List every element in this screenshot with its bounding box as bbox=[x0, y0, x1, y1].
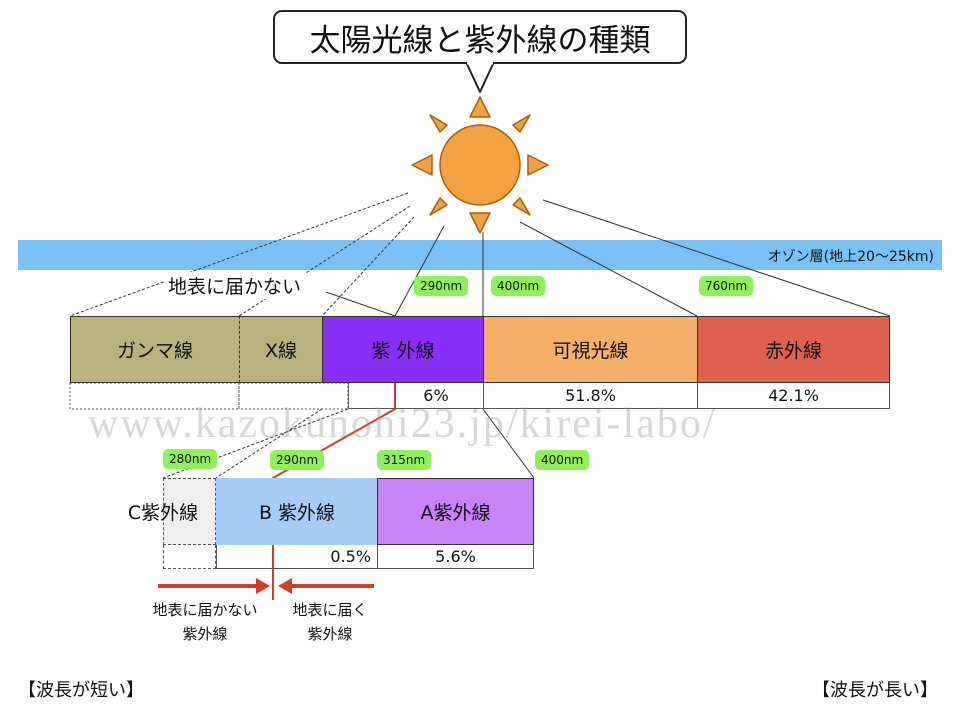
band-uv-label: 紫 外線 bbox=[371, 340, 435, 362]
band-uvb-label: B 紫外線 bbox=[258, 502, 336, 524]
nm-tag-uv-280-label: 280nm bbox=[169, 452, 212, 466]
nm-tag-uv-290: 290nm bbox=[270, 450, 325, 470]
band-gamma: ガンマ線 bbox=[70, 316, 240, 383]
pct-uvb: 0.5% bbox=[216, 545, 378, 569]
note-reachable: 地表に届く 紫外線 bbox=[280, 598, 380, 646]
nm-tag-400-label: 400nm bbox=[497, 279, 540, 293]
pct-uvb-value: 0.5% bbox=[330, 547, 371, 566]
note-unreachable-line1: 地表に届かない bbox=[152, 601, 258, 619]
band-xray-label: X線 bbox=[264, 340, 298, 362]
band-gamma-label: ガンマ線 bbox=[116, 340, 193, 362]
nm-tag-uv-280: 280nm bbox=[163, 449, 218, 469]
band-infrared: 赤外線 bbox=[697, 316, 890, 383]
band-uvc-label-area: C紫外線 bbox=[110, 478, 216, 545]
note-unreachable: 地表に届かない 紫外線 bbox=[140, 598, 270, 646]
nm-tag-uv-400: 400nm bbox=[535, 450, 590, 470]
pct-uva: 5.6% bbox=[377, 545, 534, 569]
note-reachable-line1: 地表に届く bbox=[292, 601, 368, 619]
pct-uva-value: 5.6% bbox=[435, 547, 476, 566]
nm-tag-760: 760nm bbox=[699, 276, 754, 296]
band-visible-label: 可視光線 bbox=[552, 340, 629, 362]
pct-infrared-value: 42.1% bbox=[768, 386, 819, 405]
pct-uvc bbox=[163, 545, 216, 569]
title-bubble-tail bbox=[465, 62, 495, 93]
band-uvc-label: C紫外線 bbox=[127, 502, 199, 524]
nm-tag-290-label: 290nm bbox=[420, 279, 463, 293]
band-xray: X線 bbox=[239, 316, 323, 383]
unreachable-label: 地表に届かない bbox=[164, 272, 306, 299]
sun-icon bbox=[411, 96, 549, 234]
band-infrared-label: 赤外線 bbox=[764, 340, 822, 362]
band-uva: A紫外線 bbox=[377, 478, 534, 545]
nm-tag-760-label: 760nm bbox=[705, 279, 748, 293]
note-reachable-line2: 紫外線 bbox=[307, 625, 353, 643]
pct-visible-value: 51.8% bbox=[565, 386, 616, 405]
band-uv: 紫 外線 bbox=[322, 316, 484, 383]
nm-tag-uv-315: 315nm bbox=[377, 450, 432, 470]
ozone-label: オゾン層(地上20〜25km) bbox=[767, 249, 934, 265]
watermark: www.kazokunohi23.jp/kirei-labo/ bbox=[88, 401, 717, 447]
band-uvb: B 紫外線 bbox=[216, 478, 378, 545]
wavelength-long-label: 【波長が長い】 bbox=[812, 680, 938, 701]
pct-infrared: 42.1% bbox=[697, 383, 890, 409]
note-unreachable-line2: 紫外線 bbox=[182, 625, 228, 643]
page-title: 太陽光線と紫外線の種類 bbox=[309, 22, 651, 59]
band-uva-label: A紫外線 bbox=[420, 502, 491, 524]
ozone-layer bbox=[18, 240, 942, 270]
band-visible: 可視光線 bbox=[483, 316, 698, 383]
title-bubble: 太陽光線と紫外線の種類 bbox=[273, 10, 687, 64]
wavelength-short-label: 【波長が短い】 bbox=[18, 680, 144, 701]
pct-uv-value: 6% bbox=[423, 386, 449, 405]
nm-tag-400: 400nm bbox=[491, 276, 546, 296]
nm-tag-uv-315-label: 315nm bbox=[383, 453, 426, 467]
nm-tag-290: 290nm bbox=[414, 276, 469, 296]
nm-tag-uv-400-label: 400nm bbox=[541, 453, 584, 467]
nm-tag-uv-290-label: 290nm bbox=[276, 453, 319, 467]
